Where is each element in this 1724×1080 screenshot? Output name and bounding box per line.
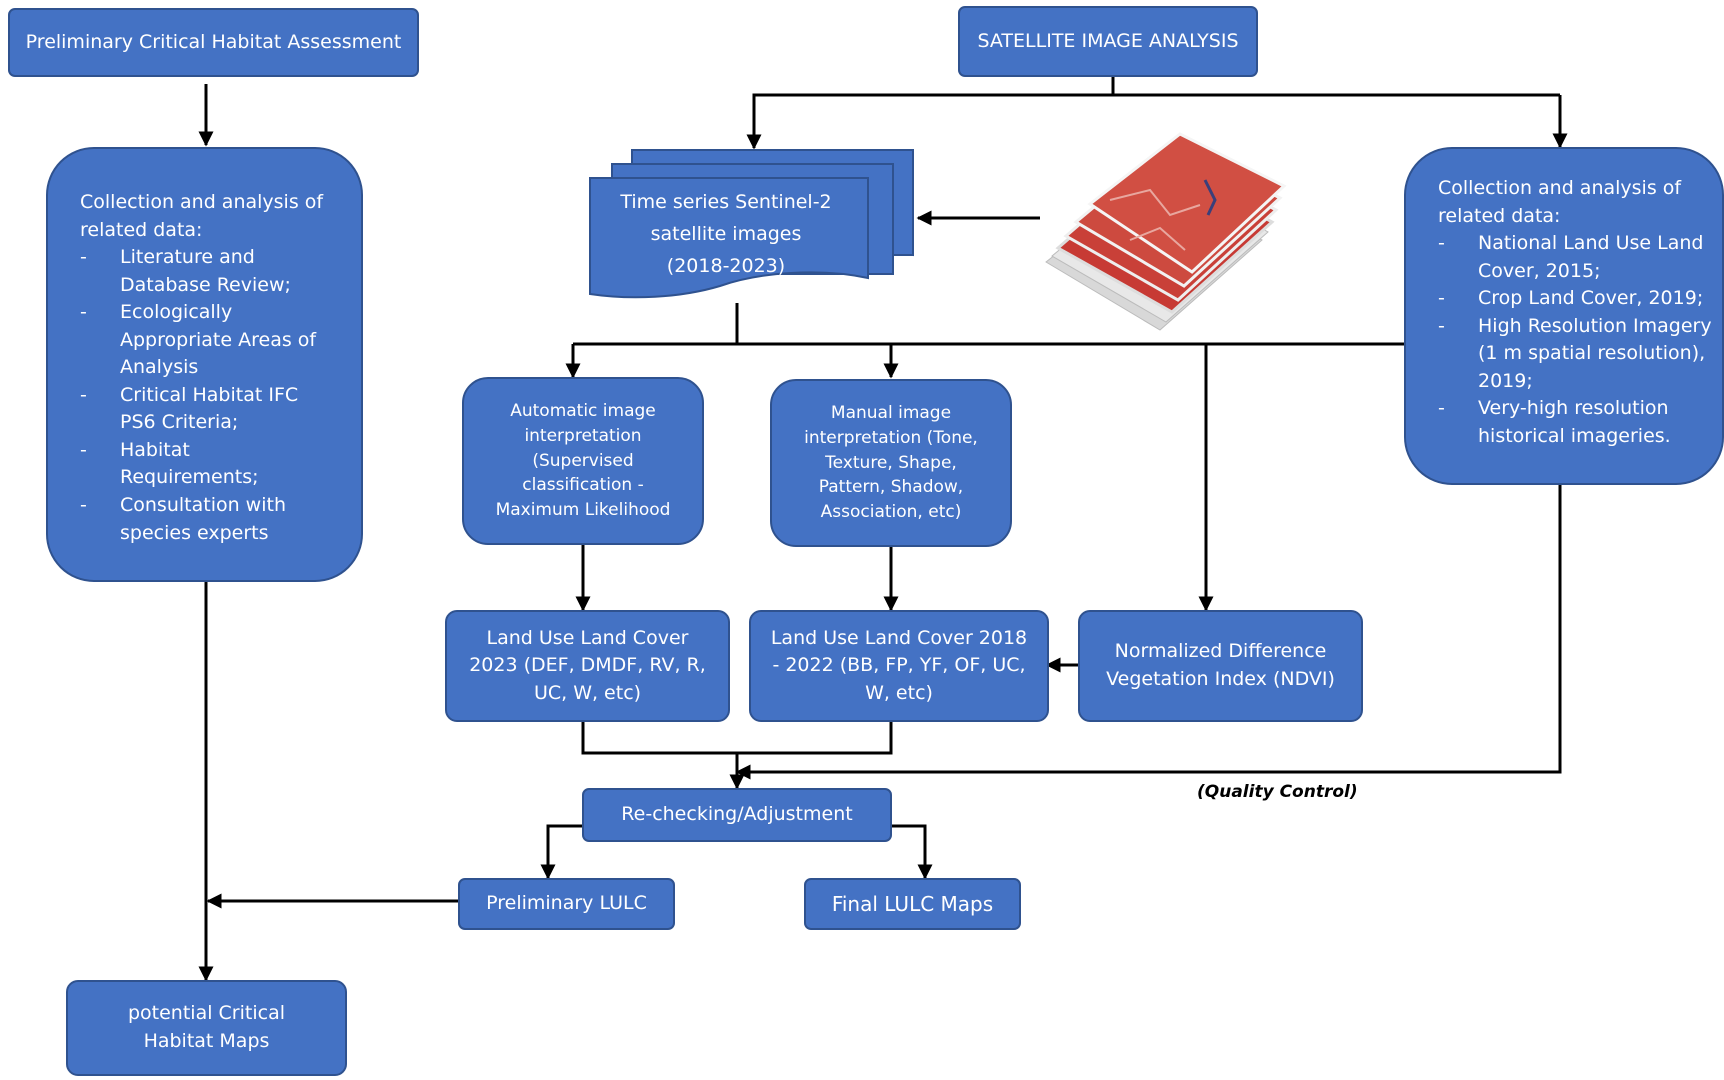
right-data-item: High Resolution Imagery (1 m spatial res… — [1438, 313, 1722, 396]
quality-control-label: (Quality Control) — [1197, 782, 1358, 802]
right-data-box[interactable]: Collection and analysis of related data:… — [1404, 147, 1724, 485]
arrow-quality-control — [735, 485, 1562, 780]
auto-interpretation-label: Automatic image interpretation (Supervis… — [495, 401, 671, 520]
auto-interpretation-box[interactable]: Automatic image interpretation (Supervis… — [462, 377, 704, 545]
satellite-analysis-box[interactable]: SATELLITE IMAGE ANALYSIS — [958, 6, 1258, 77]
manual-interpretation-label: Manual image interpretation (Tone, Textu… — [804, 403, 978, 522]
arrow-satellite-to-sentinel — [746, 93, 1560, 150]
ndvi-label: Normalized Difference Vegetation Index (… — [1106, 640, 1335, 690]
right-data-list: National Land Use Land Cover, 2015; Crop… — [1438, 230, 1722, 450]
left-data-item: Habitat Requirements; — [80, 437, 333, 492]
lulc-2023-label: Land Use Land Cover 2023 (DEF, DMDF, RV,… — [469, 626, 706, 704]
sentinel-line-2: satellite images — [650, 223, 802, 245]
right-data-intro: Collection and analysis of related data: — [1438, 177, 1682, 227]
potential-maps-box[interactable]: potential Critical Habitat Maps — [66, 980, 347, 1076]
preliminary-assessment-box[interactable]: Preliminary Critical Habitat Assessment — [8, 8, 419, 77]
left-data-intro: Collection and analysis of related data: — [80, 191, 324, 241]
preliminary-lulc-box[interactable]: Preliminary LULC — [458, 878, 675, 930]
lulc-2018-box[interactable]: Land Use Land Cover 2018 - 2022 (BB, FP,… — [749, 610, 1049, 722]
sentinel-line-1: Time series Sentinel-2 — [620, 191, 832, 213]
right-data-item: Crop Land Cover, 2019; — [1438, 285, 1722, 313]
left-data-item: Consultation with species experts — [80, 492, 333, 547]
satellite-analysis-label: SATELLITE IMAGE ANALYSIS — [977, 29, 1239, 52]
left-data-item: Ecologically Appropriate Areas of Analys… — [80, 299, 333, 382]
left-data-item: Critical Habitat IFC PS6 Criteria; — [80, 382, 333, 437]
lulc-2018-label: Land Use Land Cover 2018 - 2022 (BB, FP,… — [770, 626, 1028, 704]
sentinel-node[interactable]: Time series Sentinel-2 satellite images … — [592, 186, 860, 282]
manual-interpretation-box[interactable]: Manual image interpretation (Tone, Textu… — [770, 379, 1012, 547]
arrow-recheck-to-final — [891, 824, 933, 880]
left-data-list: Literature and Database Review; Ecologic… — [80, 244, 333, 547]
lulc-2023-box[interactable]: Land Use Land Cover 2023 (DEF, DMDF, RV,… — [445, 610, 730, 722]
left-data-item: Literature and Database Review; — [80, 244, 333, 299]
right-data-item: Very-high resolution historical imagerie… — [1438, 395, 1722, 450]
arrow-recheck-to-prelim — [540, 824, 583, 880]
final-lulc-label: Final LULC Maps — [831, 891, 994, 916]
sentinel-sheet-front — [589, 177, 869, 299]
left-data-box[interactable]: Collection and analysis of related data:… — [46, 147, 363, 582]
preliminary-lulc-label: Preliminary LULC — [486, 892, 647, 915]
rechecking-label: Re-checking/Adjustment — [621, 803, 853, 826]
potential-maps-label: potential Critical Habitat Maps — [127, 1002, 285, 1052]
sentinel-line-3: (2018-2023) — [666, 255, 786, 277]
final-lulc-box[interactable]: Final LULC Maps — [804, 878, 1021, 930]
ndvi-box[interactable]: Normalized Difference Vegetation Index (… — [1078, 610, 1363, 722]
rechecking-box[interactable]: Re-checking/Adjustment — [582, 788, 892, 842]
preliminary-assessment-label: Preliminary Critical Habitat Assessment — [25, 30, 402, 53]
right-data-item: National Land Use Land Cover, 2015; — [1438, 230, 1722, 285]
